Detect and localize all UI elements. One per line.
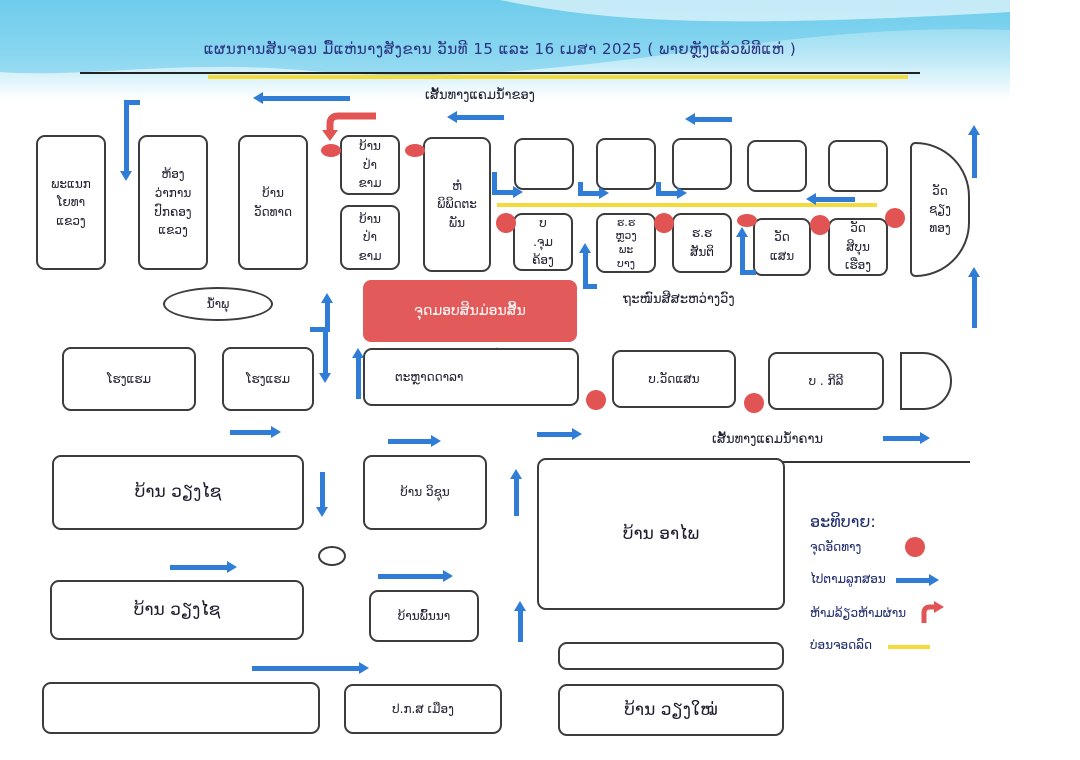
flow-arrow-icon xyxy=(656,187,687,199)
flow-arrow-icon xyxy=(319,332,331,383)
block-empty-4 xyxy=(747,140,807,192)
flow-arrow-icon xyxy=(253,92,350,104)
legend-no-turn-label: ຫ້າມລ້ຽວຫ້າມຜ່ານ xyxy=(810,606,907,620)
stop-point xyxy=(405,144,425,157)
block-empty-bottom xyxy=(42,682,320,734)
block-ban-wat-saen: ບ.ວັດແສນ xyxy=(612,350,736,408)
flow-arrow-icon xyxy=(806,193,855,205)
legend-flow-arrow-icon xyxy=(896,574,939,586)
road-label-mekong: ເສັ້ນທາງແຄມນໍ້າຂອງ xyxy=(425,88,535,103)
block-dara-market: ຕະຫຼາດດາລາ xyxy=(363,348,579,406)
flow-arrow-icon xyxy=(492,186,523,198)
legend-flow-label: ໄປຕາມລູກສອນ xyxy=(810,572,886,586)
block-wat-xiengthong: ວັດ ຊຽງ ທອງ xyxy=(910,142,970,277)
flow-arrow-icon xyxy=(230,426,281,438)
legend-no-turn-icon xyxy=(921,601,944,623)
block-viengmai: ບ້ານ ວຽງໃໝ່ xyxy=(558,684,784,736)
flow-arrow-icon xyxy=(352,348,364,399)
parking-line-top xyxy=(208,75,908,79)
flow-arrow-icon xyxy=(583,284,597,289)
legend-title: ອະທິບາຍ: xyxy=(810,512,876,531)
block-wat-sibounheuang: ວັດ ສິບຸນ ເຮືອງ xyxy=(828,218,888,276)
flow-arrow-icon xyxy=(252,662,369,674)
flow-arrow-icon xyxy=(492,172,497,194)
flow-arrow-icon xyxy=(579,243,591,288)
header-banner xyxy=(0,0,1010,100)
flow-arrow-icon xyxy=(378,570,453,582)
block-empty-3 xyxy=(672,138,732,190)
banner-wave xyxy=(0,0,1010,76)
block-d-shape xyxy=(900,352,952,410)
block-fountain: ນໍ້າພຸ xyxy=(163,287,273,321)
block-luang-prabang-school: ຮ.ຮ ຫຼວງ ພະ ບາງ xyxy=(596,213,656,273)
block-chumkhong: ບ .ຈຸມ ຄ້ອງ xyxy=(513,213,573,271)
block-pakham-1: ບ້ານ ປ່າ ຂາມ xyxy=(340,135,400,195)
block-hotel-2: ໂຮງແຮມ xyxy=(222,347,314,411)
block-empty-strip xyxy=(558,642,784,670)
stop-point xyxy=(810,215,830,235)
stop-point xyxy=(654,213,674,233)
flow-arrow-icon xyxy=(740,270,756,275)
flow-arrow-icon xyxy=(310,327,330,332)
road-label-sisavangvong: ຖະໜົນສີສະຫວ່າງວົງ xyxy=(623,292,735,307)
ceremony-point: ຈຸດມອບສິນມ່ອນສິ້ນ xyxy=(363,280,577,342)
block-phonmay: ບ້ານພົ້ນນາ xyxy=(369,590,479,642)
block-viengxay-2: ບ້ານ ວຽງໄຊ xyxy=(50,580,304,640)
flow-arrow-icon xyxy=(447,111,504,123)
flow-arrow-icon xyxy=(968,267,980,328)
block-santi-school: ຮ.ຮ ສັນຕິ xyxy=(672,213,732,273)
flow-arrow-icon xyxy=(510,469,522,516)
block-aphay: ບ້ານ ອາໄພ xyxy=(537,458,785,610)
flow-arrow-icon xyxy=(120,102,132,181)
stop-point xyxy=(496,213,516,233)
road-label-khan: ເສັ້ນທາງແຄມນໍ້າຄານ xyxy=(712,432,824,447)
block-admin: ຫ້ອງ ວ່າການ ປົກຄອງ ແຂວງ xyxy=(138,135,208,270)
block-empty-5 xyxy=(828,140,888,192)
map-title: ແຜນການສັນຈອນ ມື້ແຫ່ນາງສັງຂານ ວັນທີ 15 ແລ… xyxy=(203,40,797,58)
legend-stop-label: ຈຸດອັດທາງ xyxy=(810,540,862,554)
flow-arrow-icon xyxy=(321,293,333,328)
stop-point xyxy=(586,390,606,410)
block-museum: ຫໍ ພິພິດຕະ ພັນ xyxy=(423,137,491,272)
legend-parking-line xyxy=(888,645,930,649)
stop-point xyxy=(885,208,905,228)
flow-arrow-icon xyxy=(656,182,661,196)
block-ban-kili: ບ . ກີລີ xyxy=(768,352,884,410)
flow-arrow-icon xyxy=(170,561,237,573)
block-hotel-1: ໂຮງແຮມ xyxy=(62,347,196,411)
block-police-district: ປ.ກ.ສ ເມືອງ xyxy=(344,684,502,734)
flow-arrow-icon xyxy=(685,113,732,125)
stop-point xyxy=(744,393,764,413)
flow-arrow-icon xyxy=(316,472,328,517)
flow-arrow-icon xyxy=(578,187,609,199)
flow-arrow-icon xyxy=(883,432,930,444)
small-circle xyxy=(318,546,346,566)
block-pakham-2: ບ້ານ ປ່າ ຂາມ xyxy=(340,205,400,270)
block-wat-that: ບ້ານ ວັດທາດ xyxy=(238,135,308,270)
no-turn-arrow-icon xyxy=(322,112,376,141)
block-health: ພະແນກ ໂຍທາ ແຂວງ xyxy=(36,135,106,270)
flow-arrow-icon xyxy=(124,100,140,105)
legend-parking-label: ບ່ອນຈອດລົດ xyxy=(810,638,872,652)
flow-arrow-icon xyxy=(388,435,441,447)
block-wat-saen: ວັດ ແສນ xyxy=(753,218,811,276)
flow-arrow-icon xyxy=(537,428,582,440)
stop-point xyxy=(737,214,757,227)
block-empty-2 xyxy=(596,138,656,190)
flow-arrow-icon xyxy=(736,227,748,274)
block-viengxay-1: ບ້ານ ວຽງໄຊ xyxy=(52,455,304,530)
top-road-line xyxy=(80,72,920,74)
flow-arrow-icon xyxy=(578,182,583,196)
flow-arrow-icon xyxy=(968,125,980,178)
parking-line-middle xyxy=(497,203,877,207)
legend-stop-dot xyxy=(905,537,925,557)
block-wisoun: ບ້ານ ວິຊຸນ xyxy=(363,455,487,530)
block-empty-1 xyxy=(514,138,574,190)
stop-point xyxy=(321,144,341,157)
flow-arrow-icon xyxy=(514,601,526,642)
